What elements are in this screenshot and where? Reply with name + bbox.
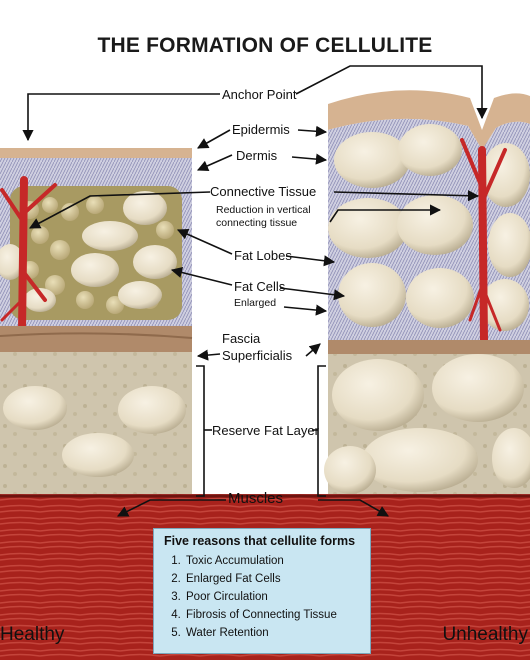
reserve-bracket-right [317,365,326,497]
label-enlarged: Enlarged [234,297,276,309]
label-dermis: Dermis [236,148,278,163]
label-reduction-line2: connecting tissue [216,217,297,229]
reasons-heading: Five reasons that cellulite forms [164,534,356,548]
label-muscles: Muscles [228,490,283,507]
epidermis-layer-right [328,90,530,150]
label-epidermis: Epidermis [232,122,290,137]
label-connective-tissue: Connective Tissue [210,184,316,199]
label-fat-lobes: Fat Lobes [234,248,292,263]
label-fat-cells: Fat Cells [234,279,286,294]
anchor-arrow-left [22,93,220,142]
reduction-arrow [329,204,442,223]
connective-arrow-right [333,190,480,202]
reason-item: Toxic Accumulation [184,552,360,570]
epidermis-arrow-right [297,125,328,137]
dermis-arrow-right [291,153,328,165]
fascia-layer-right [328,340,530,354]
fat-lobes-arrow-left [176,228,233,255]
vessel-left [0,176,57,334]
reasons-box: Five reasons that cellulite forms Toxic … [153,528,371,654]
label-superficialis: Superficialis [222,348,293,363]
dermis-layer-left [0,158,192,180]
anchor-arrow-right [295,65,488,120]
muscles-arrow-left [116,499,226,517]
unhealthy-tissue-block [324,90,530,494]
label-reserve-fat-layer: Reserve Fat Layer [212,423,320,438]
healthy-tissue-block [0,148,193,494]
reason-item: Enlarged Fat Cells [184,570,360,588]
epidermis-layer-left [0,148,192,158]
fascia-arrow-right [305,343,321,357]
diagram-title: THE FORMATION OF CELLULITE [98,34,433,57]
fascia-arrow-left [196,349,221,361]
dermis-arrow-left [196,154,233,172]
reason-item: Poor Circulation [184,588,360,606]
connective-arrow-left [29,191,211,229]
label-fascia: Fascia [222,331,261,346]
reason-item: Water Retention [184,624,360,642]
fat-lobes-left [0,191,177,312]
fat-cells-arrow-right [279,287,346,301]
label-connectors [22,65,488,517]
label-healthy: Healthy [0,624,65,645]
label-anchor-point: Anchor Point [222,87,297,102]
reserve-lobes-right [324,354,530,494]
reserve-lobes-left [3,386,186,477]
vessel-right [460,138,507,344]
fat-lobes-right [328,124,530,331]
fat-lobes-arrow-right [285,255,336,267]
reasons-list: Toxic Accumulation Enlarged Fat Cells Po… [164,552,360,642]
epidermis-arrow-left [197,129,231,149]
fascia-layer-left [0,326,192,352]
fat-cells-arrow-left [170,267,233,286]
label-unhealthy: Unhealthy [442,624,528,645]
reason-item: Fibrosis of Connecting Tissue [184,606,360,624]
enlarged-arrow [283,304,328,316]
label-reduction-line1: Reduction in vertical [216,204,311,216]
reserve-bracket-left [196,365,205,497]
muscles-arrow-right [318,499,389,517]
